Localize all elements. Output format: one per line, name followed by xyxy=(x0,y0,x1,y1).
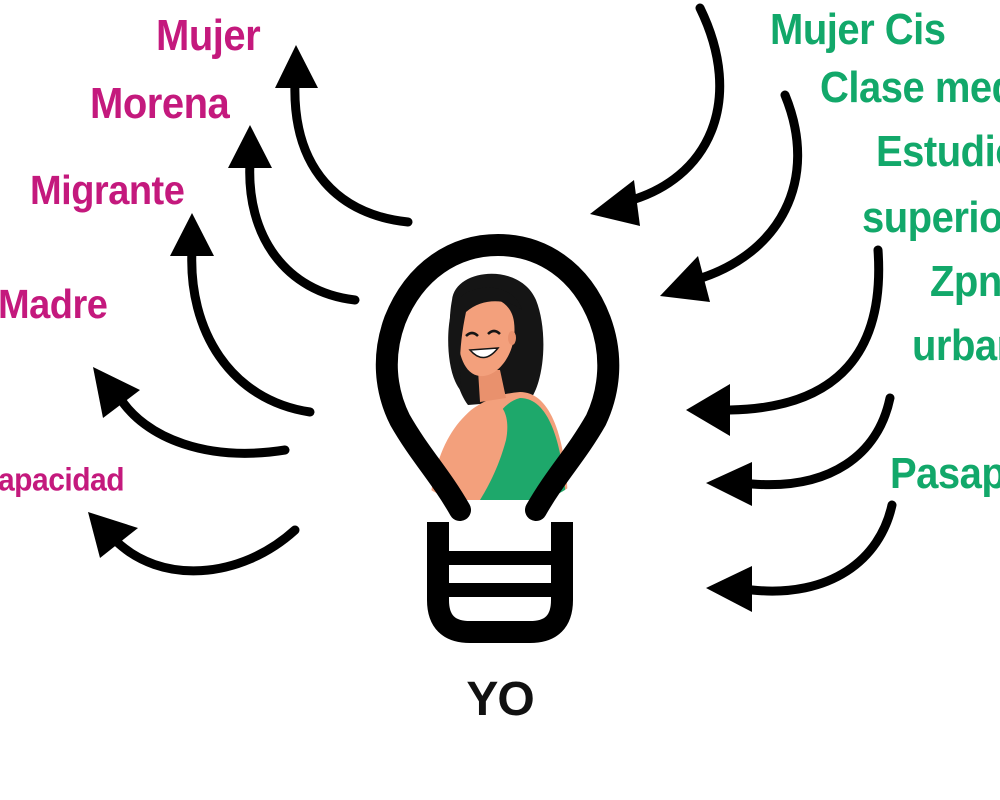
label-left-5: apacidad xyxy=(0,462,125,499)
arrow-icon xyxy=(245,157,360,305)
arrow-icon xyxy=(187,245,315,417)
label-right-7: Pasapo xyxy=(890,450,1000,498)
label-right-3: Estudio xyxy=(876,128,1000,176)
label-left-3: Migrante xyxy=(30,168,185,214)
arrow-icon xyxy=(747,500,897,596)
label-right-4: superior xyxy=(862,194,1000,242)
arrow-icon xyxy=(747,393,895,490)
arrow-icon xyxy=(590,180,640,226)
center-label: YO xyxy=(466,673,534,726)
label-left-4: Madre xyxy=(0,282,108,328)
arrow-icon xyxy=(170,213,214,256)
right-arrows xyxy=(620,3,897,596)
label-left-2: Morena xyxy=(90,80,230,128)
arrow-icon xyxy=(725,245,884,415)
label-right-5: Zpna xyxy=(930,258,1000,306)
label-right-1: Mujer Cis xyxy=(770,6,946,54)
label-left-1: Mujer xyxy=(156,12,261,60)
arrow-icon xyxy=(88,512,138,558)
arrow-icon xyxy=(690,90,803,285)
label-right-6: urban xyxy=(912,322,1000,370)
arrow-icon xyxy=(228,125,272,168)
arrow-icon xyxy=(660,256,710,302)
left-arrows xyxy=(110,77,413,576)
right-arrowheads xyxy=(590,180,752,612)
arrow-icon xyxy=(706,566,752,612)
lightbulb-icon xyxy=(375,234,620,643)
arrow-icon xyxy=(290,77,413,227)
arrow-icon xyxy=(113,390,290,458)
arrow-icon xyxy=(93,367,140,418)
arrow-icon xyxy=(110,525,300,576)
left-arrowheads xyxy=(88,45,318,558)
arrow-icon xyxy=(275,45,318,88)
arrow-icon xyxy=(706,462,752,506)
arrow-icon xyxy=(620,3,725,207)
arrow-icon xyxy=(686,384,730,436)
label-right-2: Clase med xyxy=(820,64,1000,112)
woman-illustration xyxy=(430,273,568,500)
